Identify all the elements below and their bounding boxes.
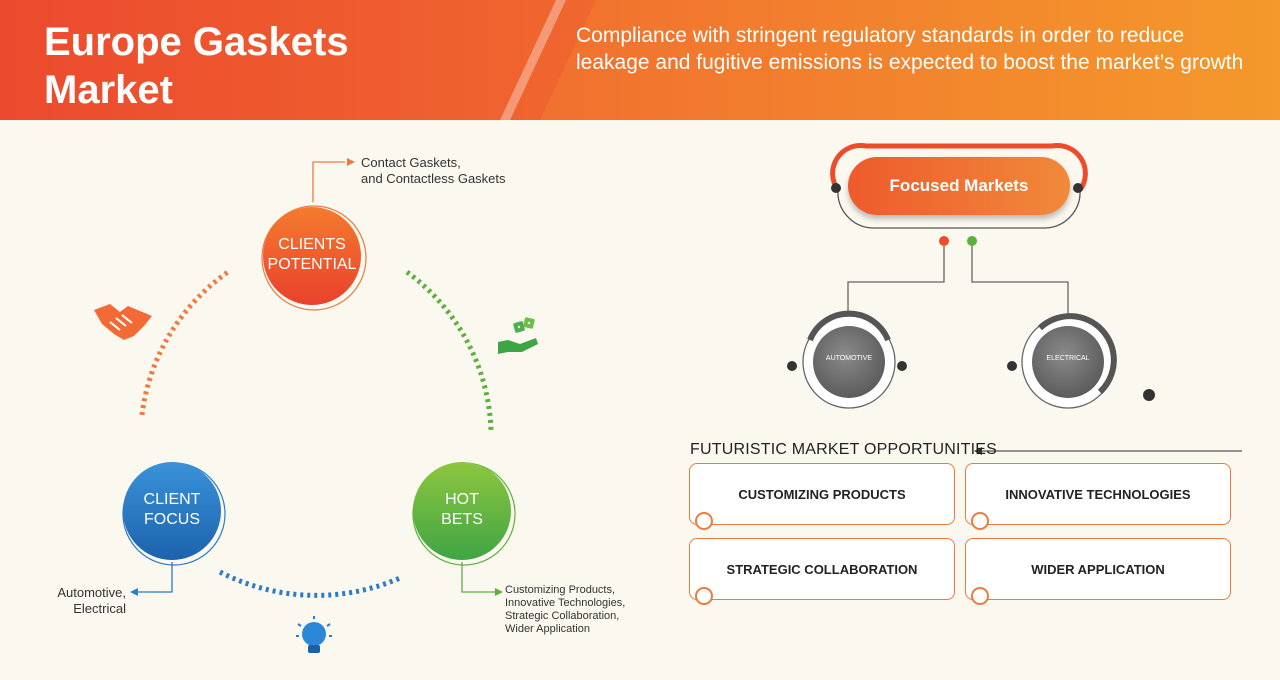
hot-bets-note-2: Innovative Technologies,	[505, 597, 626, 609]
title-line-2: Market	[44, 68, 173, 112]
hot-bets-note-4: Wider Application	[505, 623, 590, 635]
page-subtitle: Compliance with stringent regulatory sta…	[576, 24, 1244, 74]
client-focus-node	[122, 462, 226, 596]
clients-potential-note-1: Contact Gaskets,	[361, 155, 461, 170]
opportunity-dot	[695, 512, 713, 530]
focused-markets-frame	[830, 143, 1088, 320]
opportunity-dot	[971, 587, 989, 605]
opportunities-arrow	[974, 447, 1242, 455]
clients-potential-node	[261, 158, 367, 311]
clients-potential-note-2: and Contactless Gaskets	[361, 171, 506, 186]
hot-bets-label: HOT BETS	[412, 490, 512, 530]
arc-orange	[139, 269, 230, 416]
opportunity-card: INNOVATIVE TECHNOLOGIES	[965, 463, 1231, 530]
focused-markets-pill: Focused Markets	[848, 157, 1070, 215]
page-title: Europe Gaskets Market	[44, 18, 464, 114]
clients-potential-note: Contact Gaskets, and Contactless Gaskets	[361, 155, 506, 187]
segment-electrical	[1007, 313, 1155, 409]
client-focus-note: Automotive, Electrical	[40, 585, 126, 617]
opportunity-card: WIDER APPLICATION	[965, 538, 1231, 605]
clients-potential-line1: CLIENTS	[278, 236, 346, 253]
opportunities-heading: FUTURISTIC MARKET OPPORTUNITIES	[690, 441, 997, 458]
arc-green	[405, 269, 494, 431]
opportunity-label: CUSTOMIZING PRODUCTS	[738, 486, 906, 502]
opportunity-label: INNOVATIVE TECHNOLOGIES	[1005, 486, 1191, 502]
dice-hand-icon	[498, 317, 538, 354]
title-line-1: Europe Gaskets	[44, 20, 349, 64]
hot-bets-node	[412, 462, 516, 596]
hot-bets-note: Customizing Products, Innovative Technol…	[505, 584, 625, 636]
opportunity-card: STRATEGIC COLLABORATION	[689, 538, 955, 605]
opportunity-label: STRATEGIC COLLABORATION	[726, 561, 918, 577]
opportunity-dot	[695, 587, 713, 605]
segment-automotive-label: AUTOMOTIVE	[825, 355, 873, 362]
clients-potential-label: CLIENTS POTENTIAL	[262, 235, 362, 275]
client-focus-note-2: Electrical	[73, 601, 126, 616]
segment-electrical-label: ELECTRICAL	[1046, 355, 1090, 362]
hot-bets-line1: HOT	[445, 491, 479, 508]
client-focus-line2: FOCUS	[144, 511, 200, 528]
handshake-icon	[94, 304, 152, 340]
arc-blue	[218, 569, 401, 598]
client-focus-line1: CLIENT	[143, 491, 201, 508]
header-background	[0, 0, 1280, 120]
opportunity-label: WIDER APPLICATION	[1031, 561, 1165, 577]
hot-bets-note-1: Customizing Products,	[505, 584, 616, 596]
client-focus-note-1: Automotive,	[57, 585, 126, 600]
hot-bets-line2: BETS	[441, 511, 483, 528]
hot-bets-note-3: Strategic Collaboration,	[505, 610, 620, 622]
segment-automotive	[787, 310, 907, 409]
header-banner: Europe Gaskets Market Compliance with st…	[0, 0, 1280, 120]
opportunity-dot	[971, 512, 989, 530]
clients-potential-line2: POTENTIAL	[267, 256, 357, 273]
lightbulb-icon	[296, 616, 332, 653]
client-focus-label: CLIENT FOCUS	[122, 490, 222, 530]
opportunity-card: CUSTOMIZING PRODUCTS	[689, 463, 955, 530]
